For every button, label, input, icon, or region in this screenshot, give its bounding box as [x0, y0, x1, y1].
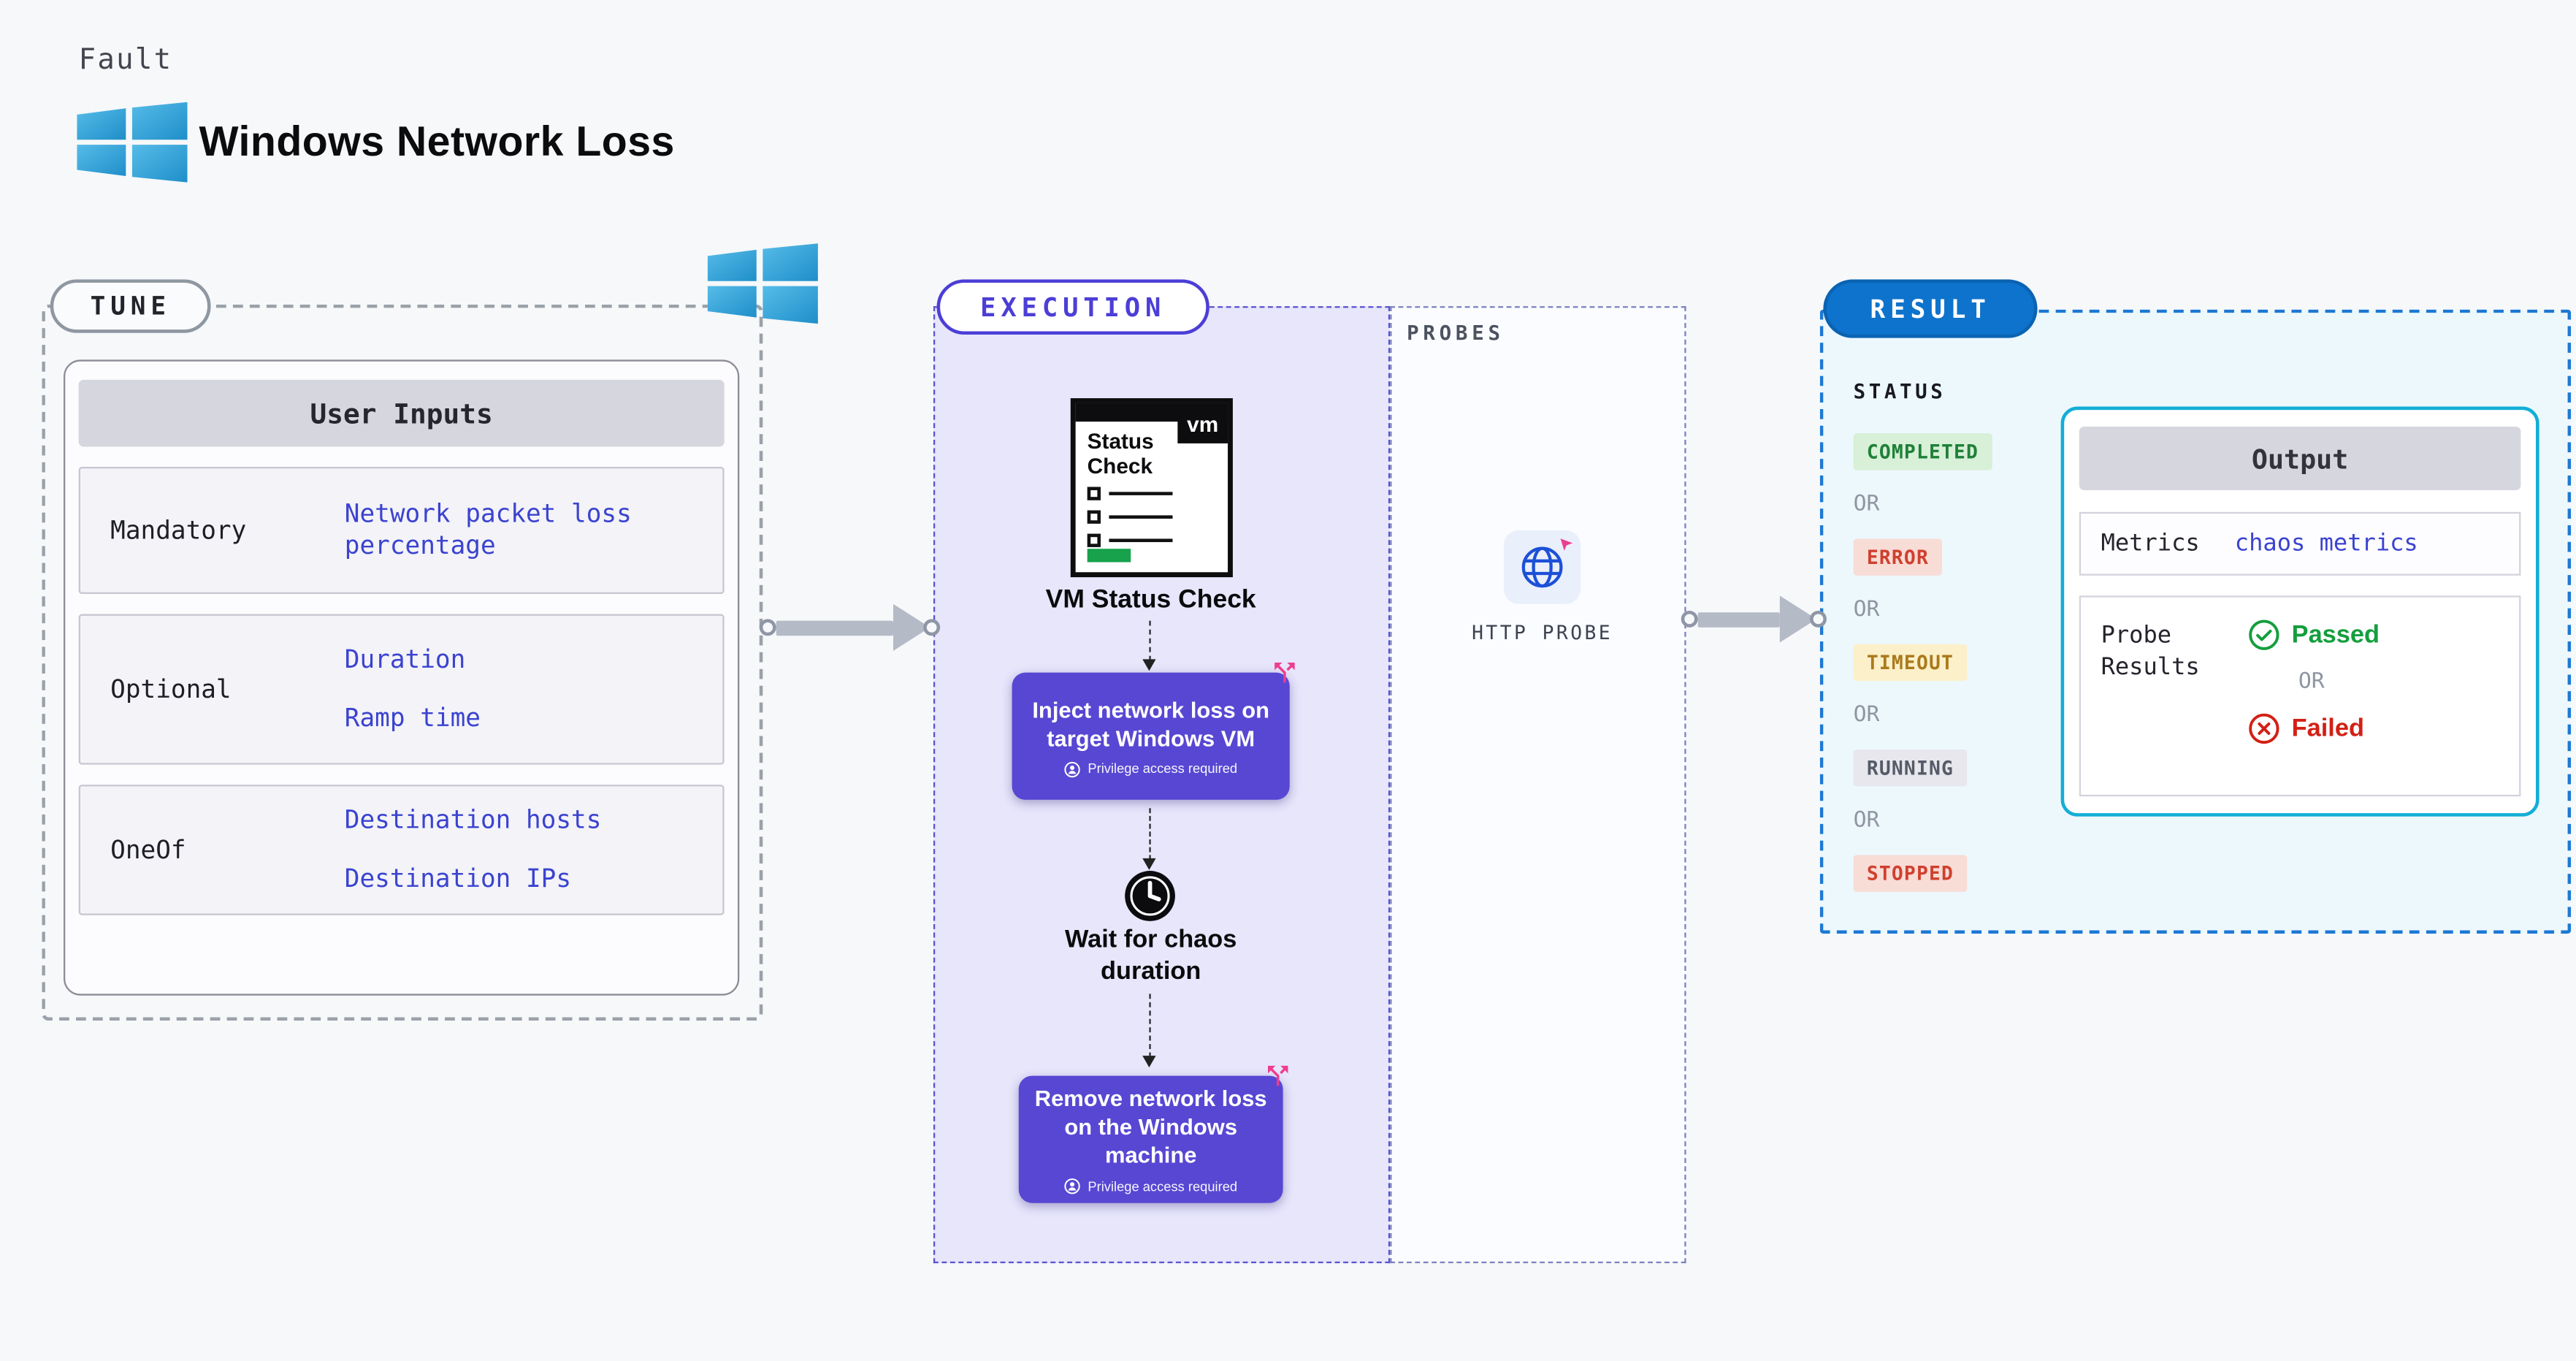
- table-row: Optional Duration Ramp time: [78, 614, 725, 765]
- x-circle-icon: [2249, 713, 2279, 744]
- or-label: OR: [1853, 492, 1880, 517]
- metrics-label: Metrics: [2101, 530, 2200, 557]
- vm-checklist-item: [1087, 533, 1173, 547]
- connector-dot: [759, 619, 776, 636]
- param-destination-ips: Destination IPs: [344, 863, 572, 893]
- branch-icon: [1274, 662, 1295, 683]
- vm-icon-tab: vm: [1177, 403, 1228, 443]
- vm-checklist-item: [1087, 487, 1173, 500]
- flow-arrow-probes-to-result: [1681, 594, 1827, 644]
- probes-label: PROBES: [1407, 321, 1505, 345]
- step-text: Inject network loss on target Windows VM: [1032, 696, 1270, 751]
- vm-checklist-item: [1087, 510, 1173, 524]
- or-label: OR: [2298, 669, 2325, 695]
- user-inputs-rows: Mandatory Network packet loss percentage…: [78, 466, 725, 915]
- output-header: Output: [2079, 427, 2521, 491]
- step-remove-network-loss: Remove network loss on the Windows machi…: [1018, 1065, 1288, 1203]
- fault-kicker: Fault: [78, 43, 173, 77]
- arrow-shaft: [776, 619, 893, 636]
- tune-section: [42, 304, 763, 1021]
- step-inject-network-loss: Inject network loss on target Windows VM…: [1012, 662, 1295, 800]
- vm-status-check-caption: VM Status Check: [1045, 585, 1256, 614]
- passed-label: Passed: [2291, 620, 2380, 649]
- param-duration: Duration: [344, 644, 466, 675]
- user-inputs-header: User Inputs: [78, 379, 725, 447]
- privilege-text: Privilege access required: [1088, 1178, 1238, 1194]
- privilege-badge: Privilege access required: [1064, 760, 1237, 777]
- row-label-mandatory: Mandatory: [110, 515, 247, 546]
- status-badge-timeout: TIMEOUT: [1853, 644, 1968, 682]
- metrics-row: Metrics chaos metrics: [2079, 511, 2521, 576]
- table-row: OneOf Destination hosts Destination IPs: [78, 785, 725, 915]
- or-label: OR: [1853, 597, 1880, 622]
- http-probe-label: HTTP PROBE: [1472, 620, 1613, 644]
- row-label-oneof: OneOf: [110, 834, 186, 866]
- page-title: Windows Network Loss: [199, 118, 675, 166]
- windows-logo-icon-small: [707, 240, 818, 328]
- http-probe-icon: [1503, 530, 1581, 604]
- branch-icon: [1268, 1065, 1288, 1086]
- or-label: OR: [1853, 808, 1880, 834]
- output-card: Output Metrics chaos metrics Probe Resul…: [2060, 406, 2539, 817]
- probe-accent-icon: [1560, 538, 1573, 551]
- check-circle-icon: [2249, 619, 2279, 650]
- globe-icon: [1521, 546, 1563, 588]
- probe-failed-line: Failed: [2248, 713, 2380, 745]
- status-badge-stopped: STOPPED: [1853, 855, 1968, 892]
- privilege-text: Privilege access required: [1088, 761, 1238, 777]
- failed-label: Failed: [2291, 714, 2364, 743]
- status-badge-error: ERROR: [1853, 538, 1943, 576]
- privilege-icon: [1065, 760, 1081, 777]
- vm-status-check-icon: vm Status Check: [1070, 398, 1233, 578]
- metrics-value: chaos metrics: [2234, 530, 2418, 557]
- clock-icon: [1124, 870, 1176, 930]
- probe-passed-line: Passed: [2248, 619, 2380, 651]
- param-destination-hosts: Destination hosts: [344, 805, 602, 836]
- connector-dot: [923, 619, 941, 636]
- privilege-icon: [1065, 1178, 1081, 1194]
- result-pill: RESULT: [1823, 279, 2038, 338]
- status-title: STATUS: [1853, 379, 1946, 403]
- probe-results-label: Probe Results: [2101, 622, 2200, 682]
- flow-arrow-tune-to-execution: [759, 602, 941, 652]
- status-badge-running: RUNNING: [1853, 750, 1968, 787]
- step-connector: [1142, 620, 1156, 671]
- probes-section: [1390, 306, 1686, 1264]
- tune-pill: TUNE: [50, 279, 211, 333]
- vm-progress-bar: [1087, 549, 1131, 563]
- windows-logo-icon: [77, 102, 188, 183]
- wait-step-caption: Wait for chaos duration: [1064, 925, 1237, 986]
- connector-dot: [1681, 610, 1698, 628]
- privilege-badge: Privilege access required: [1064, 1178, 1237, 1194]
- step-connector: [1142, 808, 1156, 870]
- param-ramp-time: Ramp time: [344, 702, 481, 733]
- execution-pill: EXECUTION: [936, 279, 1209, 335]
- table-row: Mandatory Network packet loss percentage: [78, 466, 725, 595]
- or-label: OR: [1853, 702, 1880, 728]
- probe-results-row: Probe Results Passed OR Failed: [2079, 595, 2521, 797]
- arrow-shaft: [1697, 611, 1780, 627]
- vm-icon-title: Status Check: [1087, 428, 1154, 479]
- connector-dot: [1810, 610, 1827, 628]
- user-inputs-table: User Inputs Mandatory Network packet los…: [64, 359, 740, 996]
- row-label-optional: Optional: [110, 674, 232, 705]
- param-network-packet-loss: Network packet loss percentage: [344, 499, 632, 561]
- step-text: Remove network loss on the Windows machi…: [1034, 1086, 1267, 1168]
- status-badge-completed: COMPLETED: [1853, 433, 1992, 470]
- status-column: STATUS COMPLETED OR ERROR OR TIMEOUT OR …: [1853, 379, 1992, 892]
- step-connector: [1142, 994, 1156, 1068]
